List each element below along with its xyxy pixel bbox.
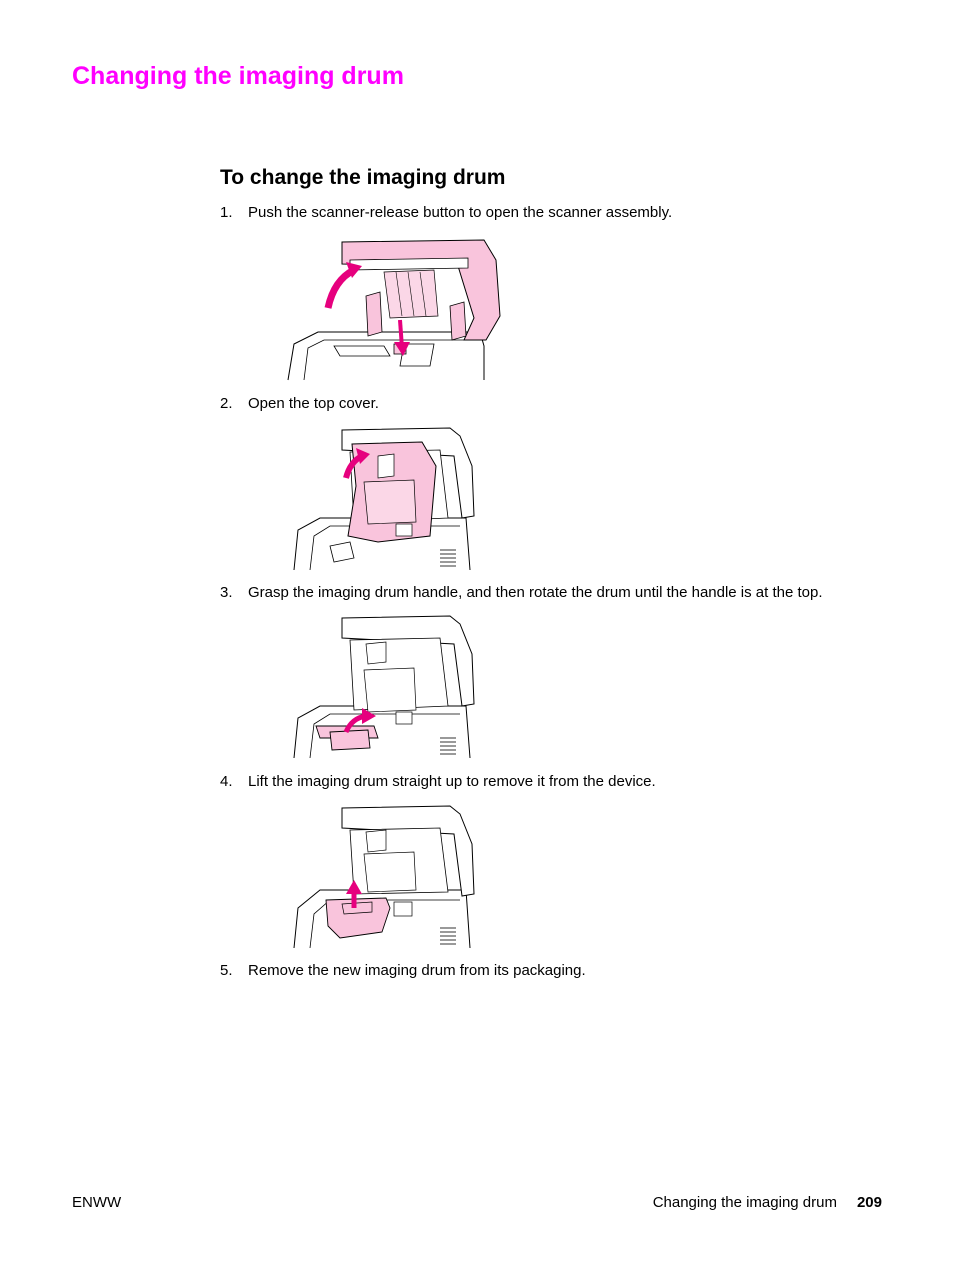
step-1: 1. Push the scanner-release button to ope…	[220, 204, 672, 222]
step-5: 5. Remove the new imaging drum from its p…	[220, 962, 586, 980]
lift-drum-illustration	[290, 804, 490, 950]
rotate-drum-illustration	[290, 614, 490, 760]
page-number: 209	[856, 1194, 882, 1211]
footer-left: ENWW	[72, 1194, 122, 1211]
step-number: 4.	[220, 773, 233, 790]
step-2: 2. Open the top cover.	[220, 395, 379, 413]
step-number: 2.	[220, 395, 233, 412]
scanner-open-illustration	[284, 236, 504, 382]
step-text: Open the top cover.	[248, 395, 379, 412]
step-text: Push the scanner-release button to open …	[248, 204, 673, 221]
page-title: Changing the imaging drum	[72, 62, 404, 90]
step-text: Lift the imaging drum straight up to rem…	[248, 773, 656, 790]
step-number: 5.	[220, 962, 233, 979]
step-number: 3.	[220, 584, 233, 601]
footer-right: Changing the imaging drum 209	[653, 1194, 882, 1211]
step-text: Grasp the imaging drum handle, and then …	[248, 584, 823, 601]
top-cover-open-illustration	[290, 426, 490, 572]
footer-chapter: Changing the imaging drum	[652, 1194, 837, 1211]
step-3: 3. Grasp the imaging drum handle, and the…	[220, 584, 823, 602]
section-heading: To change the imaging drum	[220, 166, 506, 189]
step-text: Remove the new imaging drum from its pac…	[248, 962, 586, 979]
step-4: 4. Lift the imaging drum straight up to r…	[220, 773, 656, 791]
step-number: 1.	[220, 204, 233, 221]
